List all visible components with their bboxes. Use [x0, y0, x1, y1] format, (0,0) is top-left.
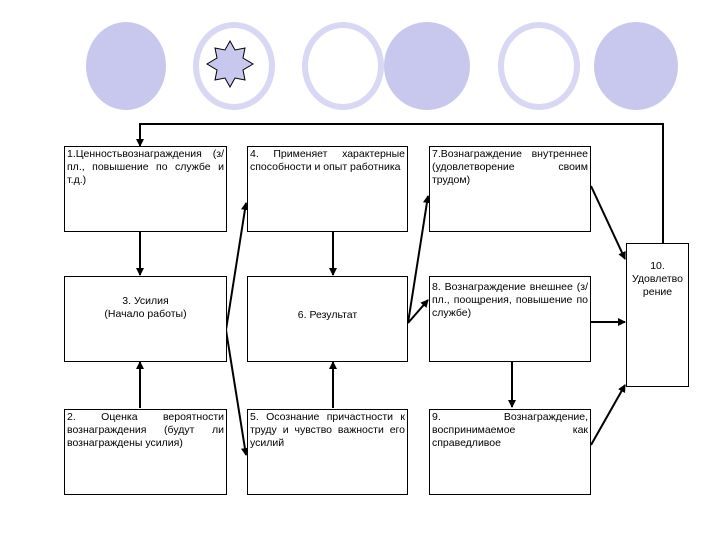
box-9-text: 9. Вознаграждение, воспринимаемое как сп…	[432, 411, 588, 449]
box-3-title: 3. Усилия	[122, 295, 169, 307]
box-6-text: 6. Результат	[297, 309, 358, 321]
arrow-6-to-8	[407, 299, 429, 324]
arrow-7-to-10	[590, 185, 626, 260]
box-10-satisfaction: 10. Удовлетво рение	[626, 243, 689, 387]
feedback-line	[136, 123, 664, 243]
box-10-line2: рение	[642, 286, 673, 298]
arrow-6-to-7	[407, 195, 431, 324]
box-5-text: 5. Осознание причастности к труду и чувс…	[250, 411, 405, 449]
box-3-effort: 3. Усилия (Начало работы)	[64, 276, 227, 362]
box-7-internal-reward: 7.Вознаграждение внутреннее (удовлетворе…	[429, 146, 591, 232]
box-6-result: 6. Результат	[247, 276, 408, 362]
box-4-text: 4. Применяет характерные способности и о…	[250, 148, 405, 173]
box-1-text: 1.Ценностьвознаграждения (з/пл., повышен…	[67, 148, 224, 186]
box-7-text: 7.Вознаграждение внутреннее (удовлетворе…	[432, 148, 588, 186]
box-1-reward-value: 1.Ценностьвознаграждения (з/пл., повышен…	[64, 146, 227, 232]
box-3-subtitle: (Начало работы)	[104, 308, 187, 320]
arrow-3-to-4	[225, 202, 249, 331]
box-4-abilities: 4. Применяет характерные способности и о…	[247, 146, 408, 232]
box-5-awareness: 5. Осознание причастности к труду и чувс…	[247, 409, 408, 495]
box-8-external-reward: 8. Вознаграждение внешнее (з/пл., поощре…	[429, 276, 591, 362]
box-10-number: 10.	[650, 260, 665, 272]
decorative-circle-1	[86, 22, 166, 110]
box-2-probability-assessment: 2. Оценка вероятности вознаграждения (бу…	[64, 409, 227, 495]
decorative-ring-3	[302, 22, 384, 110]
box-9-fair-reward: 9. Вознаграждение, воспринимаемое как сп…	[429, 409, 591, 495]
decorative-ring-5	[498, 22, 580, 110]
box-10-line1: Удовлетво	[632, 273, 683, 285]
decorative-circle-4	[384, 22, 470, 110]
star-icon	[206, 40, 254, 88]
arrow-9-to-10	[590, 384, 626, 446]
box-8-text: 8. Вознаграждение внешнее (з/пл., поощре…	[432, 281, 588, 319]
box-2-text: 2. Оценка вероятности вознаграждения (бу…	[67, 411, 224, 449]
arrow-3-to-5	[225, 329, 249, 456]
decorative-circle-6	[594, 22, 678, 110]
